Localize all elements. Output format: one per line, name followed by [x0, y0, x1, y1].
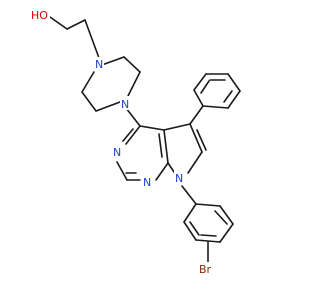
bond — [223, 90, 233, 103]
bond — [158, 133, 163, 158]
bond — [183, 203, 197, 223]
bond — [183, 221, 197, 241]
bond — [81, 71, 95, 93]
bond — [227, 73, 241, 92]
bond — [193, 73, 207, 91]
pyrimidine-ring — [116, 125, 169, 181]
bond — [227, 90, 241, 109]
bond — [181, 185, 197, 205]
bond — [219, 205, 234, 225]
bond — [189, 105, 204, 125]
bond — [122, 128, 134, 142]
bromophenyl-ring — [181, 185, 234, 263]
piperazine-n-top-label: N — [95, 58, 103, 71]
pyrrole-n-label: N — [175, 172, 183, 185]
hydroxyl-label: HO — [31, 9, 48, 22]
bond — [155, 162, 169, 181]
bond — [123, 56, 141, 73]
bond — [125, 125, 141, 145]
bond — [95, 101, 121, 112]
bond — [219, 223, 234, 243]
pyrimidine-n-bottom-label: N — [143, 176, 151, 189]
bond — [196, 129, 207, 151]
bond — [163, 129, 169, 164]
bond — [66, 19, 86, 30]
bond — [189, 221, 200, 236]
bond — [195, 203, 221, 207]
bond — [163, 123, 191, 131]
phenyl-ring — [189, 73, 241, 125]
bond — [200, 234, 217, 237]
pyrrole-ring — [163, 123, 207, 176]
piperazine-ring — [81, 56, 141, 112]
bond — [189, 123, 203, 153]
piperazine-n-bottom-label: N — [121, 98, 129, 111]
molecule-structure: HO N N N N N Br — [30, 8, 241, 276]
bond — [200, 80, 210, 94]
hydroxyethyl-chain — [49, 16, 100, 59]
bond — [202, 105, 229, 109]
bond — [195, 239, 221, 243]
pyrimidine-n-left-label: N — [113, 146, 121, 159]
bond — [139, 125, 165, 131]
bromine-label: Br — [199, 263, 212, 276]
bond — [116, 161, 128, 181]
bond — [125, 107, 141, 127]
bond — [193, 89, 204, 107]
bond — [127, 71, 141, 97]
bond — [81, 91, 97, 112]
bond — [187, 151, 203, 174]
bond — [49, 16, 68, 30]
bond — [214, 210, 228, 225]
bond — [84, 19, 100, 59]
atom-labels: HO N N N N N Br — [30, 8, 218, 276]
